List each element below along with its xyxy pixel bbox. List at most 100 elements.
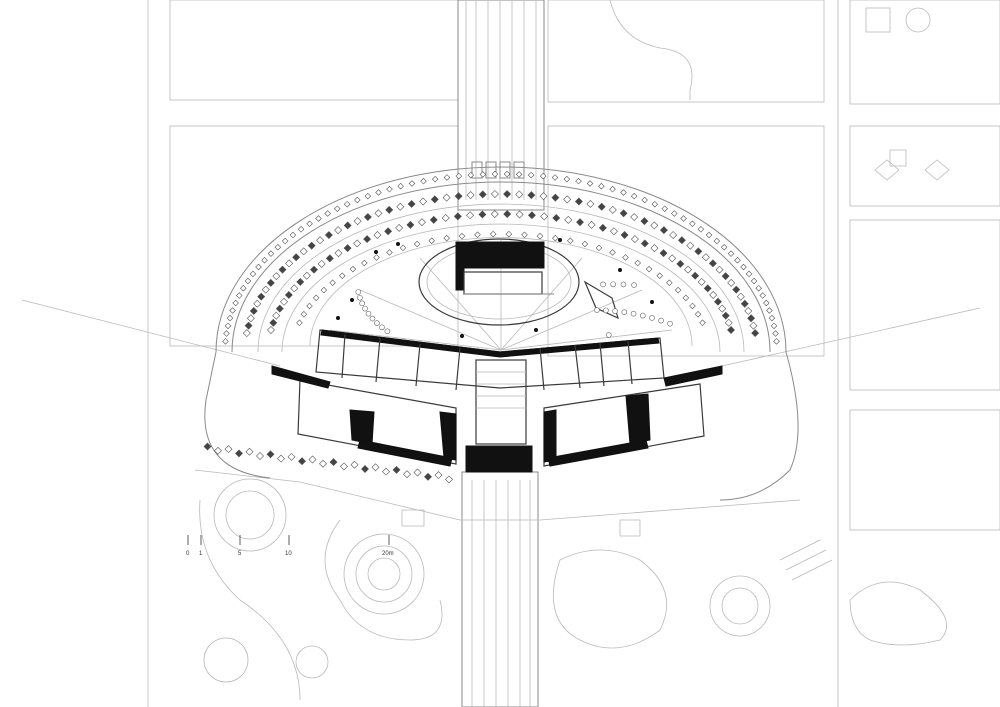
tree-marker <box>598 223 607 232</box>
tree-marker <box>281 237 289 245</box>
tree-marker <box>697 277 706 286</box>
tree-marker <box>278 265 287 274</box>
tree-marker <box>503 190 512 199</box>
terrace-table <box>639 312 646 319</box>
tree-marker <box>551 193 560 202</box>
tree-marker <box>745 270 753 278</box>
tree-marker <box>343 200 351 208</box>
tree-marker <box>280 297 288 306</box>
lamp-post <box>396 242 400 246</box>
tree-marker <box>527 211 536 220</box>
tree-marker <box>727 278 736 287</box>
tree-marker <box>443 174 451 181</box>
tree-marker <box>574 197 583 206</box>
tree-marker <box>595 244 603 252</box>
tree-marker <box>392 465 401 474</box>
tree-marker <box>701 253 710 262</box>
tree-marker <box>718 304 727 313</box>
scale-label-5: 5 <box>238 551 242 557</box>
tree-marker <box>521 231 528 239</box>
terrace-table <box>379 324 385 331</box>
tree-marker <box>255 263 262 271</box>
tree-marker <box>329 279 336 286</box>
tree-marker <box>317 259 326 268</box>
tree-marker <box>708 259 717 268</box>
tree-marker <box>267 250 275 257</box>
tree-marker <box>515 171 523 178</box>
tree-marker <box>620 231 629 239</box>
tree-marker <box>235 449 243 458</box>
tree-marker <box>413 468 422 477</box>
tree-marker <box>630 213 639 222</box>
tree-marker <box>242 329 251 338</box>
tree-marker <box>552 213 561 222</box>
tree-marker <box>597 202 606 211</box>
tree-marker <box>350 460 359 469</box>
tree-marker <box>455 172 463 180</box>
tree-marker <box>442 193 451 202</box>
tree-marker <box>581 240 589 248</box>
tree-marker <box>306 220 313 228</box>
scale-label-0: 0 <box>186 551 190 557</box>
tree-marker <box>630 235 639 244</box>
lamp-post <box>460 334 464 338</box>
tree-marker <box>505 230 513 238</box>
terrace-table <box>612 308 618 314</box>
scale-label-1: 1 <box>199 551 203 557</box>
tree-marker <box>713 237 721 245</box>
lamp-post <box>336 316 340 320</box>
tree-marker <box>334 249 343 258</box>
tree-marker <box>363 213 372 222</box>
tree-marker <box>397 182 404 190</box>
tree-marker <box>689 220 696 228</box>
tree-marker <box>676 259 685 268</box>
tree-marker <box>467 171 475 179</box>
tree-marker <box>759 292 767 299</box>
terrace-table <box>631 282 637 288</box>
tree-marker <box>298 457 306 466</box>
tree-marker <box>772 330 779 337</box>
tree-marker <box>319 459 327 468</box>
tree-marker <box>384 227 393 236</box>
tree-marker <box>515 210 524 219</box>
terrace-table <box>658 317 664 324</box>
tree-marker <box>310 265 318 274</box>
terrace-table <box>359 300 365 307</box>
tree-marker <box>705 231 713 239</box>
tree-marker <box>490 210 499 219</box>
tree-marker <box>747 314 756 323</box>
tree-marker <box>721 272 730 281</box>
tree-marker <box>694 311 702 318</box>
tree-marker <box>686 241 695 250</box>
tree-marker <box>299 247 308 256</box>
tree-marker <box>671 210 678 217</box>
tree-marker <box>253 299 262 308</box>
lamp-post <box>374 250 378 254</box>
tree-marker <box>334 205 341 212</box>
terrace-table <box>610 281 616 288</box>
tree-marker <box>645 265 653 273</box>
tree-marker <box>609 227 618 236</box>
tree-marker <box>349 265 357 273</box>
tree-marker <box>598 182 605 190</box>
tree-marker <box>244 321 253 330</box>
tree-marker <box>277 454 285 463</box>
tree-marker <box>458 232 466 240</box>
tree-marker <box>354 196 361 204</box>
tree-marker <box>620 189 627 196</box>
tree-marker <box>373 231 382 239</box>
tree-marker <box>727 250 735 257</box>
tree-marker <box>669 231 678 239</box>
tree-marker <box>329 458 338 467</box>
tree-marker <box>699 319 706 327</box>
tree-marker <box>240 284 247 292</box>
tree-marker <box>386 249 393 256</box>
lamp-post <box>534 328 538 332</box>
tree-marker <box>755 284 762 292</box>
terrace-table <box>594 307 600 313</box>
tree-marker <box>257 292 266 301</box>
terrace-table <box>649 315 655 321</box>
terrace-table <box>369 315 376 322</box>
tree-marker <box>320 286 328 294</box>
